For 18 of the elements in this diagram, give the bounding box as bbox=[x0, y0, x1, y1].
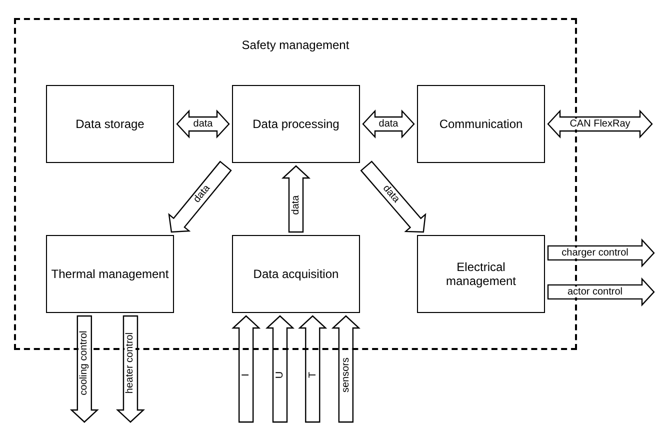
block-arrow bbox=[265, 315, 295, 423]
boundary-title: Safety management bbox=[240, 38, 350, 52]
edge-label: heater control bbox=[124, 331, 136, 395]
block-arrow bbox=[232, 315, 261, 423]
module-box: Data acquisition bbox=[232, 235, 360, 313]
module-box: Electrical management bbox=[417, 235, 545, 313]
edge-label: data bbox=[192, 118, 214, 130]
module-box: Data processing bbox=[232, 85, 360, 163]
edge-label: data bbox=[378, 118, 400, 130]
edge-label: charger control bbox=[560, 247, 630, 258]
edge-label: actor control bbox=[566, 286, 624, 298]
module-box: Thermal management bbox=[46, 235, 174, 313]
module-box: Communication bbox=[417, 85, 545, 163]
edge-label: CAN FlexRay bbox=[568, 118, 632, 130]
block-arrow bbox=[298, 315, 328, 423]
module-box: Data storage bbox=[46, 85, 174, 163]
edge-label: data bbox=[290, 194, 302, 216]
edge-label: cooling control bbox=[78, 330, 90, 396]
